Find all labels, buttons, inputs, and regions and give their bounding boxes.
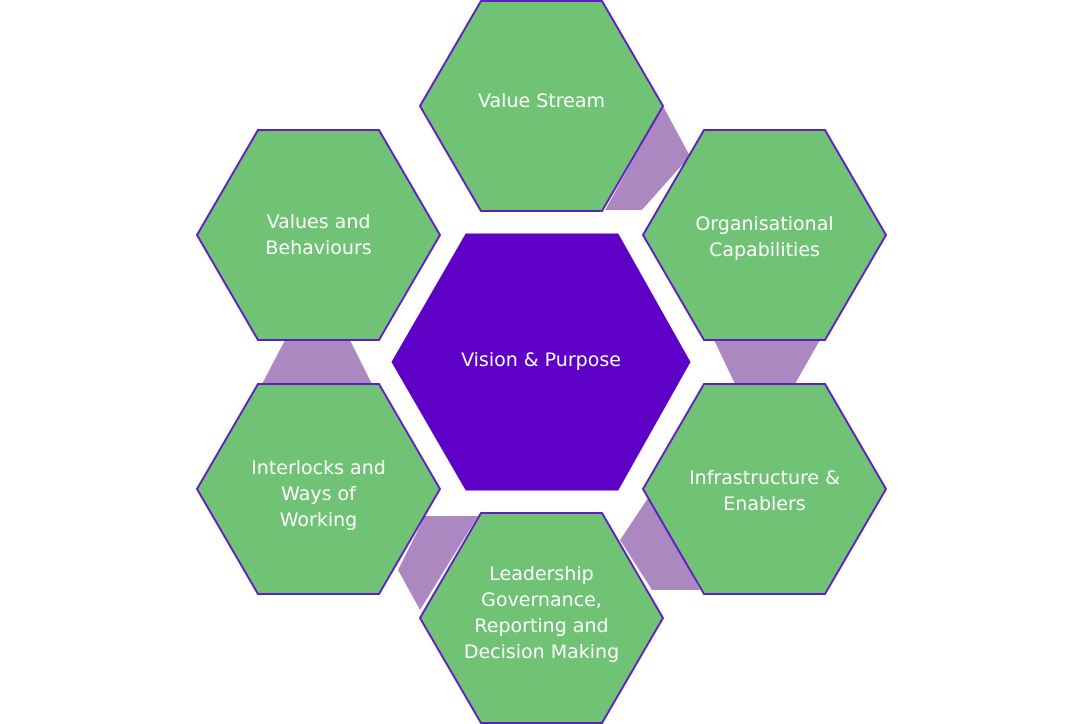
- hexagon-interlocks-ways-of-working: [195, 383, 442, 595]
- connector-infrastructure-leadership: [620, 495, 700, 590]
- value-stream-label: Value Stream: [478, 90, 605, 112]
- connector-value-stream-organisational: [605, 106, 690, 210]
- organisational-capabilities-label: Organisational Capabilities: [695, 213, 834, 261]
- hexagon-value-stream: [418, 0, 665, 212]
- interlocks-ways-of-working-label: Interlocks and Ways of Working: [251, 457, 386, 531]
- hexagon-values-behaviours: [195, 129, 442, 341]
- connector-leadership-interlocks: [398, 516, 478, 610]
- hexagon-leadership-governance: [418, 512, 665, 724]
- connector-organisational-infrastructure: [714, 340, 820, 384]
- vision-purpose-label: Vision & Purpose: [461, 349, 621, 371]
- infrastructure-enablers-label: Infrastructure & Enablers: [689, 467, 840, 515]
- connector-interlocks-values: [262, 340, 372, 384]
- hexagon-infrastructure-enablers: [641, 383, 888, 595]
- hexagon-organisational-capabilities: [641, 129, 888, 341]
- values-behaviours-label: Values and Behaviours: [265, 211, 372, 259]
- leadership-governance-label: Leadership Governance, Reporting and Dec…: [463, 563, 620, 663]
- hexagon-vision-purpose: [391, 233, 691, 491]
